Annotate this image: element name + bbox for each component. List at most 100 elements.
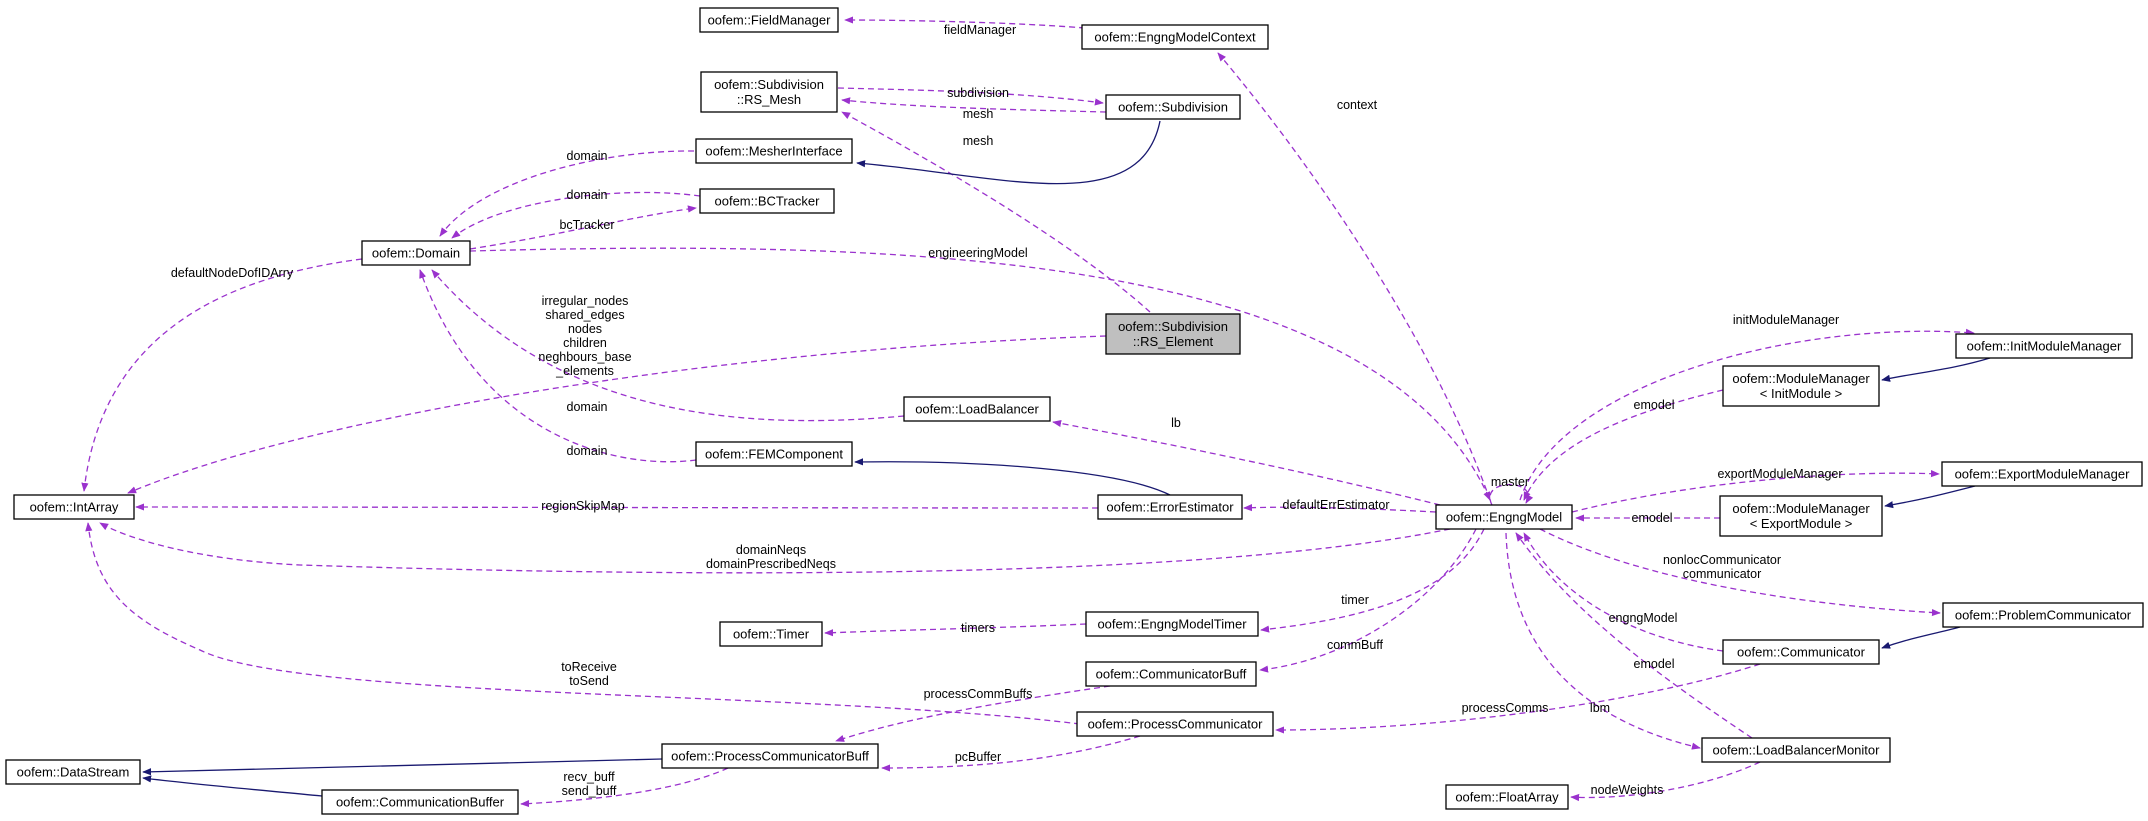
edge-label-line: irregular_nodes	[542, 294, 629, 308]
edge-lbm	[1505, 532, 1701, 750]
edge-communicator-problemcommunicator	[1881, 626, 1961, 649]
edge-label-domain-b: domain	[567, 188, 608, 202]
edge-master	[1489, 483, 1534, 506]
class-node-name: oofem::ProblemCommunicator	[1955, 608, 2132, 623]
class-node-subdivision[interactable]: oofem::Subdivision	[1105, 94, 1241, 120]
class-node-loadbalancer[interactable]: oofem::LoadBalancer	[903, 396, 1051, 422]
class-node-communicatorbuff[interactable]: oofem::CommunicatorBuff	[1085, 661, 1257, 687]
edge-defaulterrestimator	[1243, 504, 1437, 513]
class-node-box	[695, 441, 853, 467]
edge-label-initmodulemanager: initModuleManager	[1733, 313, 1839, 327]
class-node-box	[700, 71, 838, 113]
edge-exportmodulemanager	[1571, 470, 1940, 513]
class-node-engngmodel[interactable]: oofem::EngngModel	[1435, 504, 1573, 530]
class-node-engngmodelcontext[interactable]: oofem::EngngModelContext	[1081, 24, 1269, 50]
class-node-name: oofem::CommunicationBuffer	[336, 795, 505, 810]
class-node-name-line: oofem::ExportModuleManager	[1955, 467, 2131, 482]
class-node-name: oofem::IntArray	[30, 500, 119, 515]
class-node-loadbalancermonitor[interactable]: oofem::LoadBalancerMonitor	[1701, 737, 1891, 763]
edge-label-processcommbuffs: processCommBuffs	[924, 687, 1033, 701]
edge-label-line: communicator	[1683, 567, 1762, 581]
class-node-box	[1445, 784, 1569, 810]
class-node-name: oofem::FEMComponent	[705, 447, 843, 462]
class-node-box	[1076, 711, 1274, 737]
class-node-mm_init[interactable]: oofem::ModuleManager< InitModule >	[1722, 365, 1880, 407]
class-node-processcommunicator[interactable]: oofem::ProcessCommunicator	[1076, 711, 1274, 737]
class-node-name-line: oofem::Timer	[733, 627, 810, 642]
edge-label-line: _elements	[555, 364, 614, 378]
edge-label-lb: lb	[1171, 416, 1181, 430]
edge-bctracker	[469, 205, 697, 250]
edge-subdivision	[837, 87, 1104, 106]
class-node-rselement[interactable]: oofem::Subdivision::RS_Element	[1105, 313, 1241, 355]
class-node-name-line: oofem::BCTracker	[715, 194, 821, 209]
edge-mesh-a	[841, 97, 1107, 113]
class-node-domain[interactable]: oofem::Domain	[361, 240, 471, 266]
class-node-errorestimator[interactable]: oofem::ErrorEstimator	[1097, 494, 1243, 520]
class-node-floatarray[interactable]: oofem::FloatArray	[1445, 784, 1569, 810]
class-node-communicator[interactable]: oofem::Communicator	[1722, 639, 1880, 665]
edge-label-regionskipmap: regionSkipMap	[541, 499, 624, 513]
edge-domainneqs	[99, 522, 1451, 574]
edge-label-line: domain	[567, 149, 608, 163]
edge-label-engineeringmodel: engineeringModel	[928, 246, 1027, 260]
edge-label-line: defaultNodeDofIDArry	[171, 266, 294, 280]
edge-label-line: children	[563, 336, 607, 350]
class-node-mesherinterface[interactable]: oofem::MesherInterface	[695, 138, 853, 164]
edge-label-line: engineeringModel	[928, 246, 1027, 260]
class-node-name: oofem::Subdivision	[1118, 100, 1228, 115]
edge-imm-mminit	[1881, 357, 1991, 382]
class-node-initmodulemanager[interactable]: oofem::InitModuleManager	[1955, 333, 2133, 359]
class-node-femcomponent[interactable]: oofem::FEMComponent	[695, 441, 853, 467]
edge-engineeringmodel	[469, 247, 1491, 501]
edge-label-line: recv_buff	[563, 770, 615, 784]
class-node-box	[699, 7, 839, 33]
edge-label-timers: timers	[961, 621, 995, 635]
edge-label-line: domain	[567, 188, 608, 202]
class-node-name-line: oofem::Communicator	[1737, 645, 1866, 660]
edge-recv-buff	[520, 767, 729, 808]
class-node-name-line: oofem::CommunicationBuffer	[336, 795, 505, 810]
class-node-name: oofem::InitModuleManager	[1967, 339, 2122, 354]
edge-nodeweights	[1570, 761, 1761, 802]
class-node-name: oofem::ExportModuleManager	[1955, 467, 2131, 482]
class-node-name-line: oofem::InitModuleManager	[1967, 339, 2122, 354]
edge-label-defaulterrestimator: defaultErrEstimator	[1283, 498, 1390, 512]
edge-label-line: processComms	[1462, 701, 1549, 715]
class-node-pcbuff[interactable]: oofem::ProcessCommunicatorBuff	[661, 743, 879, 769]
class-node-rsmesh[interactable]: oofem::Subdivision::RS_Mesh	[700, 71, 838, 113]
class-node-bctracker[interactable]: oofem::BCTracker	[699, 188, 835, 214]
class-node-name-line: < InitModule >	[1760, 386, 1842, 401]
class-node-name: oofem::FloatArray	[1455, 790, 1559, 805]
edge-emodel-a	[1523, 389, 1724, 501]
class-node-timer[interactable]: oofem::Timer	[719, 621, 823, 647]
edge-label-timer: timer	[1341, 593, 1369, 607]
edge-label-line: toSend	[569, 674, 609, 688]
class-node-name-line: < ExportModule >	[1750, 516, 1853, 531]
edge-pcbuffer	[881, 735, 1141, 772]
edge-emm-mmexport	[1884, 485, 1976, 509]
class-node-engngmodeltimer[interactable]: oofem::EngngModelTimer	[1085, 611, 1259, 637]
edge-label-context: context	[1337, 98, 1378, 112]
class-node-commbuffer[interactable]: oofem::CommunicationBuffer	[321, 789, 519, 815]
edge-label-line: emodel	[1634, 398, 1675, 412]
class-node-name-line: oofem::CommunicatorBuff	[1096, 667, 1247, 682]
class-node-datastream[interactable]: oofem::DataStream	[5, 759, 141, 785]
class-node-mm_export[interactable]: oofem::ModuleManager< ExportModule >	[1719, 495, 1883, 537]
edge-domain-b	[451, 191, 701, 239]
edge-label-emodel-b: emodel	[1632, 511, 1673, 525]
edge-label-line: emodel	[1632, 511, 1673, 525]
edge-label-line: timer	[1341, 593, 1369, 607]
class-node-intarray[interactable]: oofem::IntArray	[13, 494, 135, 520]
class-node-name: oofem::Communicator	[1737, 645, 1866, 660]
class-node-box	[903, 396, 1051, 422]
edge-label-line: context	[1337, 98, 1378, 112]
class-node-problemcommunicator[interactable]: oofem::ProblemCommunicator	[1942, 602, 2144, 628]
class-node-name-line: oofem::ErrorEstimator	[1106, 500, 1234, 515]
edge-label-bctracker: bcTracker	[559, 218, 614, 232]
class-node-name: oofem::BCTracker	[715, 194, 821, 209]
edge-label-domain-a: domain	[567, 149, 608, 163]
class-node-fieldmanager[interactable]: oofem::FieldManager	[699, 7, 839, 33]
class-node-exportmodulemanager[interactable]: oofem::ExportModuleManager	[1941, 461, 2143, 487]
